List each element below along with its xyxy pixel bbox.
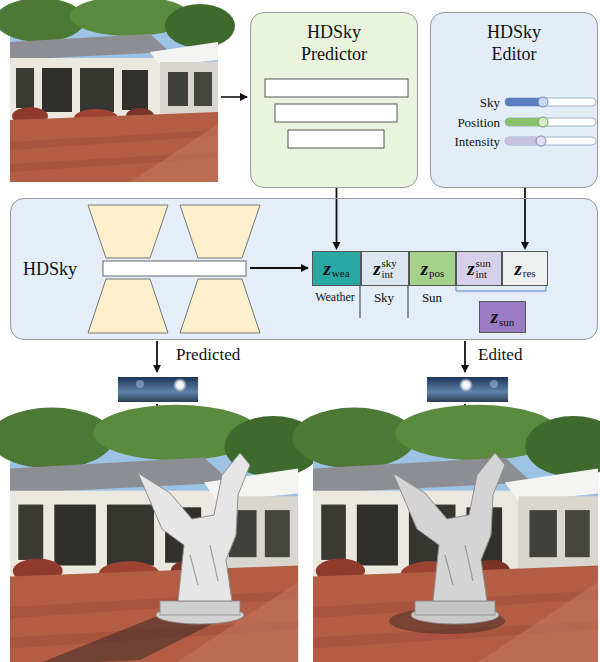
group-label: Sun <box>422 290 442 306</box>
slider-label: Position <box>457 115 500 131</box>
latent-letter: z <box>421 259 428 279</box>
editor-box: HDSky Editor <box>430 12 598 188</box>
latent-symbol: zwea <box>323 258 349 279</box>
latent-superscript: sky <box>382 258 397 269</box>
output-label: Predicted <box>176 345 240 365</box>
predictor-box: HDSky Predictor <box>250 12 418 188</box>
latent-subscript: int <box>382 269 397 280</box>
latent-code: zsunint <box>456 251 502 286</box>
latent-subscript: pos <box>429 268 444 279</box>
latent-symbol: zsunint <box>467 258 491 280</box>
latent-index: wea <box>332 258 350 279</box>
autoencoder-panel: HDSkyzweazskyintzposzsunintzreszsun <box>10 198 598 340</box>
latent-subscript: int <box>476 269 491 280</box>
latent-symbol: zpos <box>421 258 445 279</box>
latent-subscript: wea <box>332 268 350 279</box>
box-title: HDSky Predictor <box>284 21 384 65</box>
latent-superscript: sun <box>476 258 491 269</box>
model-name: HDSky <box>23 258 77 280</box>
latent-letter: z <box>514 259 521 279</box>
latent-letter: z <box>323 259 330 279</box>
box-title: HDSky Editor <box>473 21 555 65</box>
latent-code: zres <box>502 251 548 286</box>
latent-symbol: zres <box>514 258 535 279</box>
slider-label: Sky <box>480 95 500 111</box>
group-label: Sky <box>374 290 394 306</box>
latent-index: skyint <box>382 258 397 280</box>
group-label: Weather <box>315 290 355 305</box>
latent-index: pos <box>429 258 444 279</box>
latent-symbol: zsun <box>491 307 515 328</box>
output-label: Edited <box>478 345 522 365</box>
latent-code: zsun <box>479 301 526 333</box>
latent-subscript: res <box>523 268 536 279</box>
latent-code: zskyint <box>361 251 409 286</box>
latent-index: res <box>523 258 536 279</box>
latent-letter: z <box>491 307 498 327</box>
slider-label: Intensity <box>455 134 501 150</box>
latent-code: zwea <box>312 251 361 286</box>
latent-code: zpos <box>409 251 456 286</box>
latent-letter: z <box>373 259 380 279</box>
latent-symbol: zskyint <box>373 258 397 280</box>
latent-letter: z <box>467 259 474 279</box>
latent-index: sunint <box>476 258 491 280</box>
latent-subscript: sun <box>499 317 514 328</box>
latent-index: sun <box>499 307 514 328</box>
